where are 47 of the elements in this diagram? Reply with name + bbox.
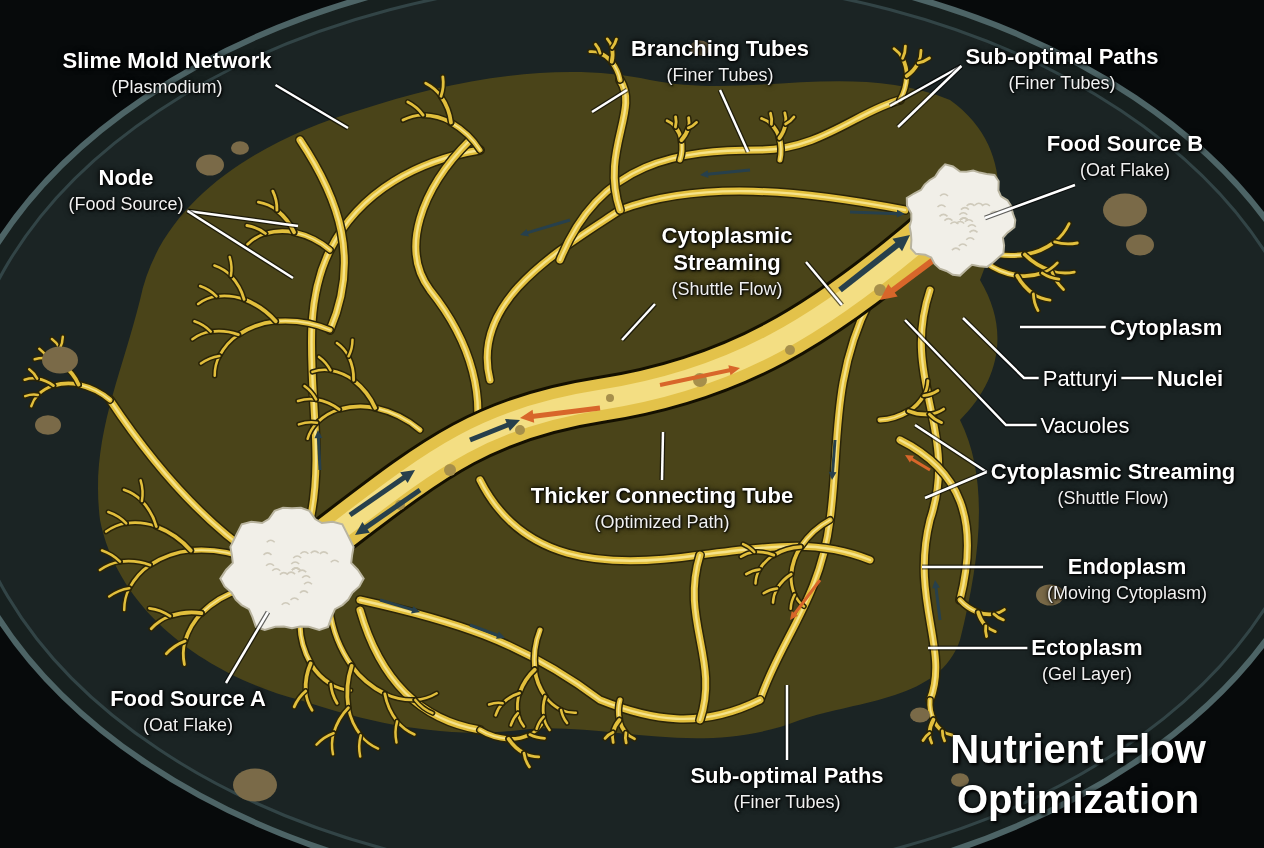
title-text: Nutrient Flow Optimization — [949, 726, 1207, 823]
leader-line — [896, 64, 964, 129]
label-text: Vacuoles — [1040, 412, 1130, 439]
label-subtext: (Gel Layer) — [1041, 663, 1133, 686]
leader-line — [903, 318, 1037, 428]
leader-line — [223, 610, 271, 685]
label-heading: Thicker Connecting Tube — [530, 482, 794, 509]
label-subtext: (Oat Flake) — [142, 714, 234, 737]
label-text: Nuclei — [1157, 365, 1223, 392]
leader-line — [659, 431, 666, 481]
leader-line — [1121, 375, 1153, 381]
leader-line — [187, 208, 299, 229]
label-subtext: (Oat Flake) — [1079, 159, 1171, 182]
label-heading: Branching Tubes — [630, 35, 810, 62]
leader-line — [590, 87, 629, 115]
label-subtext: (Optimized Path) — [593, 511, 731, 534]
leader-line — [274, 82, 350, 131]
label-subtext: (Finer Tubes) — [1007, 72, 1117, 95]
label-heading: Ectoplasm — [1031, 634, 1143, 661]
leader-line — [804, 260, 844, 307]
label-subtext: (Finer Tubes) — [665, 64, 775, 87]
label-subtext: (Finer Tubes) — [732, 791, 842, 814]
label-heading: Endoplasm — [1066, 553, 1188, 580]
label-heading: Food Source B — [1046, 130, 1204, 157]
label-heading: Cytoplasmic Streaming — [990, 458, 1236, 485]
label-text: Cytoplasm — [1109, 314, 1223, 341]
label-subtext: (Moving Cytoplasm) — [1047, 582, 1207, 605]
label-subtext: (Plasmodium) — [110, 76, 224, 99]
label-heading: Sub-optimal Paths — [690, 762, 884, 789]
leader-line — [620, 302, 657, 342]
leader-line — [984, 182, 1076, 221]
leader-line — [784, 685, 790, 760]
label-heading: Node — [97, 164, 155, 191]
leader-line — [717, 88, 751, 154]
label-heading: Slime Mold Network — [62, 47, 272, 74]
label-subtext: (Shuttle Flow) — [670, 278, 784, 301]
label-subtext: (Shuttle Flow) — [1056, 487, 1170, 510]
leader-line — [186, 208, 295, 281]
label-subtext: (Food Source) — [68, 193, 184, 216]
leader-line — [922, 564, 1043, 570]
label-heading: Cytoplasmic Streaming — [660, 222, 794, 276]
label-heading: Sub-optimal Paths — [965, 43, 1159, 70]
leader-line — [928, 645, 1028, 651]
label-text: Patturyi — [1042, 365, 1118, 392]
leader-line — [1020, 324, 1106, 330]
leader-line — [961, 316, 1039, 381]
label-heading: Food Source A — [110, 685, 266, 712]
